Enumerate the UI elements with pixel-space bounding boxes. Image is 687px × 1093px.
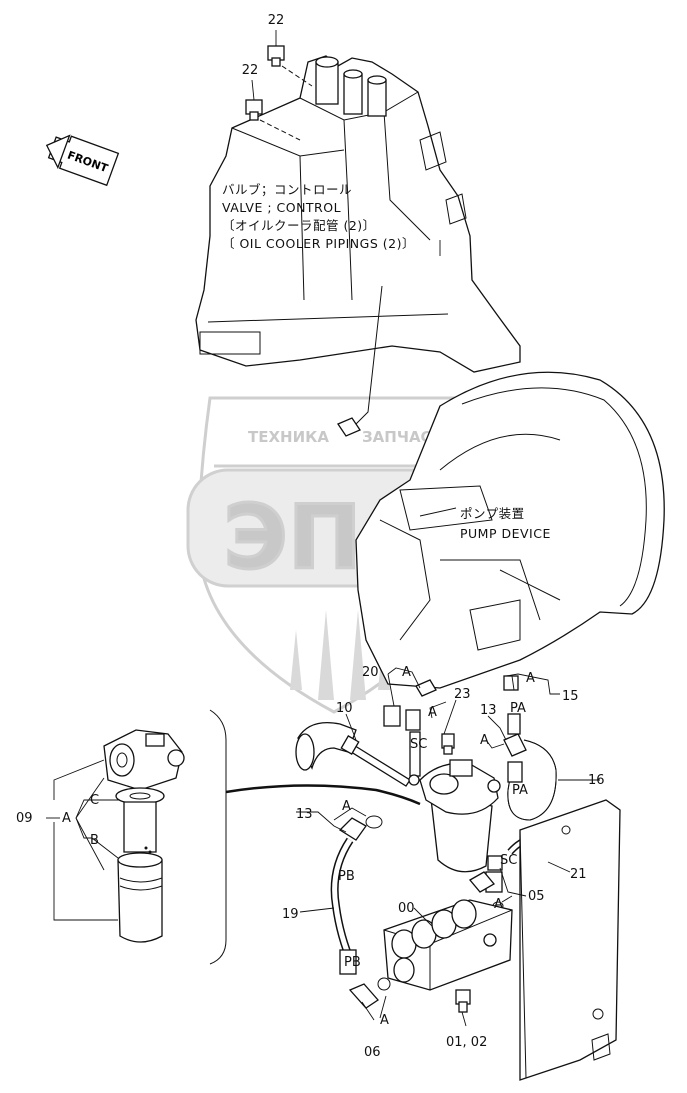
callout-06: 06 bbox=[364, 1045, 381, 1060]
label-pb-2: PB bbox=[344, 955, 361, 970]
hose-19 bbox=[330, 817, 379, 1009]
callout-13-lower-a: A bbox=[342, 799, 351, 814]
callout-23: 23 bbox=[454, 687, 471, 702]
callout-15-a: A bbox=[526, 671, 535, 686]
label-pb-1: PB bbox=[338, 869, 355, 884]
front-arrow-icon: FRONT bbox=[45, 134, 120, 187]
pump-note-jp: ポンプ装置 bbox=[460, 506, 525, 521]
label-sc-1: SC bbox=[410, 737, 427, 752]
callout-21: 21 bbox=[570, 867, 587, 882]
valve-block-00 bbox=[383, 871, 513, 1013]
control-valve bbox=[195, 45, 521, 373]
label-pa-1: PA bbox=[510, 701, 526, 716]
plug-22-upper bbox=[267, 45, 285, 67]
callout-05-a: A bbox=[494, 897, 503, 912]
callout-23-a: A bbox=[428, 705, 437, 720]
watermark-top-text: ТЕХНИКА bbox=[248, 428, 329, 446]
callout-20: 20 bbox=[362, 665, 379, 680]
callout-00: 00 bbox=[398, 901, 415, 916]
pipe-elbow bbox=[337, 417, 361, 437]
pump-device bbox=[355, 371, 665, 689]
callout-01-02: 01, 02 bbox=[446, 1035, 487, 1050]
callout-13-lower: 13 bbox=[296, 807, 313, 822]
callout-09-c: C bbox=[90, 793, 99, 808]
callout-22-lower: 22 bbox=[242, 63, 259, 78]
callout-labels: 22 22 20 A 23 A 10 SC A 15 13 A PA PA 16… bbox=[16, 13, 605, 1060]
callout-06-a: A bbox=[380, 1013, 389, 1028]
callout-05: 05 bbox=[528, 889, 545, 904]
label-sc-2: SC bbox=[500, 853, 517, 868]
valve-note-jp: バルブ；コントロール bbox=[222, 182, 352, 197]
pipe-note-en: 〔 OIL COOLER PIPINGS (2)〕 bbox=[222, 236, 415, 251]
callout-19: 19 bbox=[282, 907, 299, 922]
callout-13-upper-a: A bbox=[480, 733, 489, 748]
callout-09-a: A bbox=[62, 811, 71, 826]
pump-note-leader bbox=[419, 507, 457, 517]
callout-09: 09 bbox=[16, 811, 33, 826]
label-pa-2: PA bbox=[512, 783, 528, 798]
callout-22-upper: 22 bbox=[268, 13, 285, 28]
pump-note-en: PUMP DEVICE bbox=[460, 526, 551, 541]
harness-line bbox=[225, 784, 421, 806]
bracket-plate bbox=[519, 799, 621, 1081]
callout-leaders bbox=[46, 30, 600, 1027]
pipe-note-jp: 〔オイルクーラ配管 (2)〕 bbox=[222, 218, 376, 233]
inset-detail-09 bbox=[103, 709, 227, 965]
callout-09-b: B bbox=[90, 833, 99, 848]
callout-16: 16 bbox=[588, 773, 605, 788]
callout-13-upper: 13 bbox=[480, 703, 497, 718]
callout-15: 15 bbox=[562, 689, 579, 704]
callout-20-a: A bbox=[402, 665, 411, 680]
callout-10: 10 bbox=[336, 701, 353, 716]
valve-note-en: VALVE ; CONTROL bbox=[222, 200, 341, 215]
